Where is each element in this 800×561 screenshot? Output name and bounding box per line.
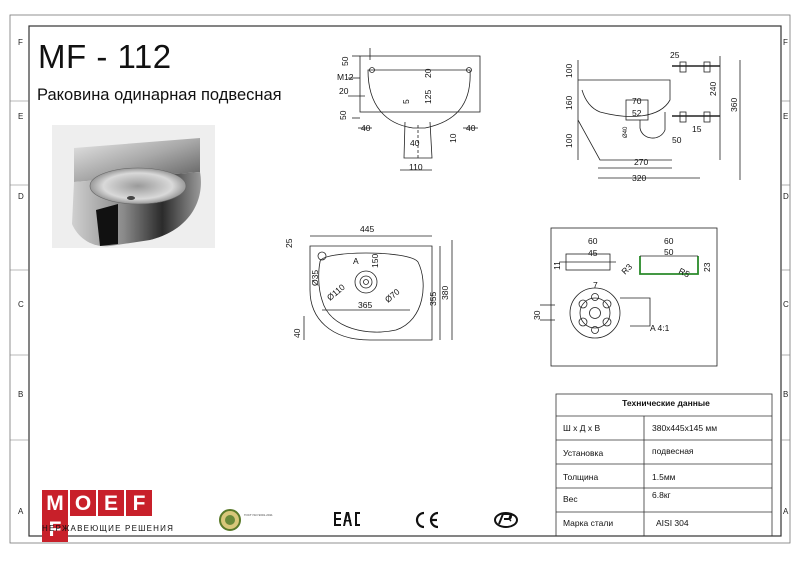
- spec-label: Толщина: [563, 472, 599, 482]
- dim-label: R3: [619, 261, 634, 276]
- zone-letter: C: [783, 300, 789, 309]
- dim-label: Ø40: [623, 126, 629, 138]
- logo-letter: F: [42, 516, 68, 542]
- dim-label: 150: [370, 254, 380, 268]
- dim-label: 100: [564, 134, 574, 148]
- spec-label: Установка: [563, 448, 604, 458]
- detail-a: [540, 227, 718, 367]
- zone-letter: A: [18, 507, 24, 516]
- dim-label: 110: [409, 162, 423, 172]
- zone-ticks: [10, 100, 790, 441]
- detail-label: A 4:1: [650, 323, 670, 333]
- dim-label: 7: [593, 280, 598, 290]
- spec-table-grid: [555, 393, 773, 537]
- zone-letter: A: [783, 507, 789, 516]
- dim-label: 60: [588, 236, 598, 246]
- dim-label: 20: [339, 86, 349, 96]
- spec-label: Вес: [563, 494, 578, 504]
- dim-label: 270: [634, 157, 648, 167]
- logo-letter: E: [98, 490, 124, 516]
- spec-value: подвесная: [652, 446, 694, 456]
- dim-label: Ø110: [325, 282, 347, 303]
- dim-label: 50: [338, 110, 348, 120]
- side-view: [577, 56, 741, 180]
- top-view-labels: 445 25 Ø35 A 150 Ø110 Ø70 365 355 380 40: [284, 224, 450, 338]
- front-view-labels: 50 M12 20 20 125 5 50 40 40 40 10 110: [337, 56, 476, 172]
- moeff-logo: M O E F F: [42, 490, 180, 542]
- dim-label: 50: [340, 56, 350, 66]
- dim-label: 60: [664, 236, 674, 246]
- spec-value: 380х445х145 мм: [652, 423, 718, 433]
- dim-label: 50: [672, 135, 682, 145]
- dim-label: 40: [292, 328, 302, 338]
- dim-label: 160: [564, 96, 574, 110]
- zone-letter: B: [18, 390, 24, 399]
- logo-letter: M: [42, 490, 68, 516]
- product-photo: [52, 125, 215, 248]
- spec-value: AISI 304: [656, 518, 689, 528]
- dim-label: 45: [588, 248, 598, 258]
- dim-label: 40: [410, 138, 420, 148]
- model-title: MF - 112: [38, 38, 172, 75]
- spec-table-title: Технические данные: [622, 398, 710, 408]
- dim-label: 125: [423, 90, 433, 104]
- dim-label: 380: [440, 286, 450, 300]
- dim-label: 15: [692, 124, 702, 134]
- cert-eac-logo: [334, 512, 360, 526]
- zone-letter: E: [18, 112, 24, 121]
- logo-letter: F: [126, 490, 152, 516]
- product-subtitle: Раковина одинарная подвесная: [37, 86, 282, 104]
- dim-label: 40: [466, 123, 476, 133]
- logo-letter: O: [70, 490, 96, 516]
- dim-label: M12: [337, 72, 354, 82]
- dim-label: 355: [428, 292, 438, 306]
- spec-value: 1.5мм: [652, 472, 676, 482]
- dim-label: A: [353, 256, 359, 266]
- gost-cert-text: ГОСТ ISO 9001-2011: [244, 513, 273, 517]
- zone-letter: F: [18, 38, 23, 47]
- outer-frame: [9, 14, 791, 544]
- dim-label: 23: [702, 262, 712, 272]
- dim-label: 50: [664, 247, 674, 257]
- dim-label: 100: [564, 64, 574, 78]
- spec-label: Марка стали: [563, 518, 614, 528]
- cert-ce-logo: [415, 511, 439, 529]
- dim-label: 5: [401, 99, 411, 104]
- dim-label: 240: [708, 82, 718, 96]
- front-view: [348, 48, 481, 171]
- dim-label: 445: [360, 224, 374, 234]
- zone-letter: C: [18, 300, 24, 309]
- spec-label: Ш х Д х В: [563, 423, 601, 433]
- dim-label: 25: [284, 238, 294, 248]
- dim-label: 20: [423, 68, 433, 78]
- dim-label: 30: [532, 310, 542, 320]
- dim-label: 360: [729, 98, 739, 112]
- zone-letter: D: [783, 192, 789, 201]
- zone-letter: F: [783, 38, 788, 47]
- brand-slogan: НЕРЖАВЕЮЩИЕ РЕШЕНИЯ: [42, 524, 175, 533]
- cert-rst-logo: [494, 512, 518, 528]
- dim-label: 40: [361, 123, 371, 133]
- dim-label: Ø35: [310, 270, 320, 286]
- dim-label: 365: [358, 300, 372, 310]
- dim-label: 320: [632, 173, 646, 183]
- dim-label: 10: [448, 133, 458, 143]
- top-view: [303, 235, 453, 341]
- dim-label: 70: [632, 96, 642, 106]
- dim-label: Ø70: [383, 286, 402, 304]
- spec-value: 6.8кг: [652, 490, 671, 500]
- dim-label: R5: [677, 266, 691, 280]
- detail-a-labels: 60 45 11 60 50 R3 R5 23 7 30 A 4:1: [532, 236, 712, 333]
- zone-letter: E: [783, 112, 789, 121]
- zone-letter: B: [783, 390, 789, 399]
- inner-frame: [28, 25, 782, 537]
- side-view-labels: 25 100 160 100 240 360 70 52 15 50 Ø40 2…: [564, 50, 739, 183]
- cert-gost-badge: [219, 509, 241, 531]
- dim-label: 25: [670, 50, 680, 60]
- dim-label: 52: [632, 108, 642, 118]
- zone-letter: D: [18, 192, 24, 201]
- dim-label: 11: [552, 261, 562, 270]
